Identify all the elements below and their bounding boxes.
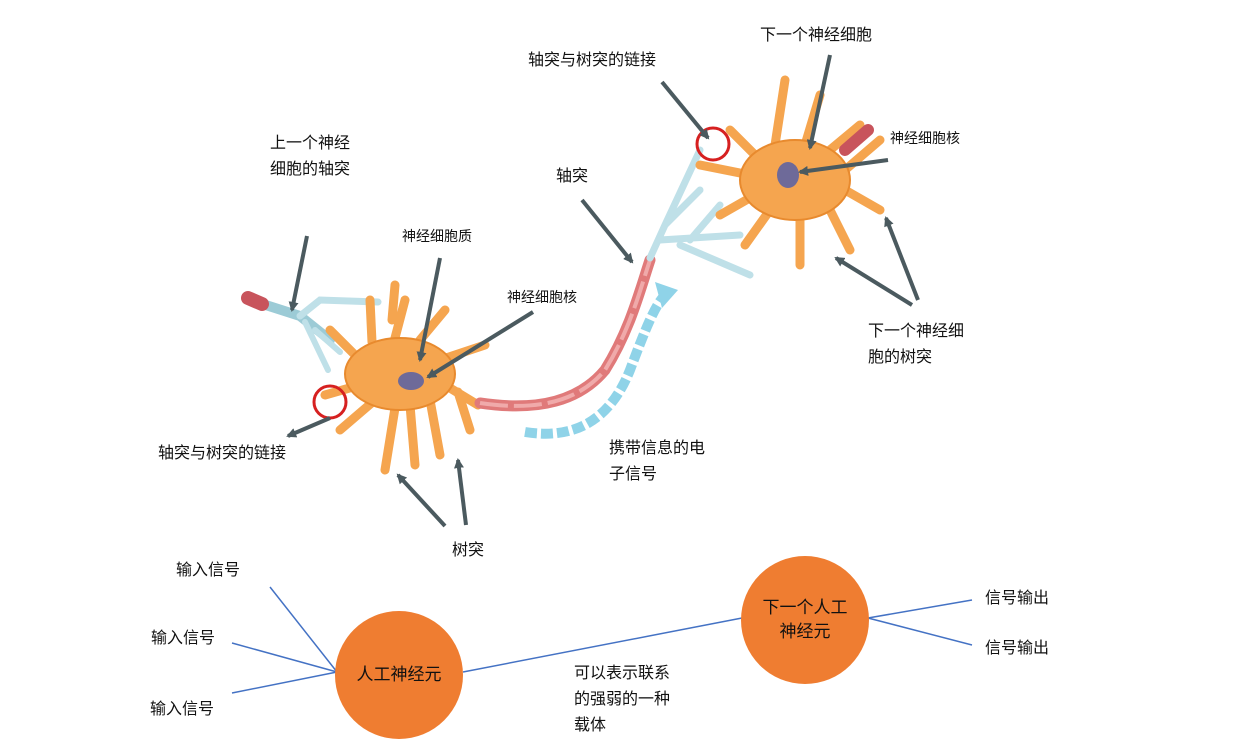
label-weight: 可以表示联系的强弱的一种载体 xyxy=(574,663,671,734)
artificial-neuron-label: 人工神经元 xyxy=(356,665,442,685)
right-cell-body xyxy=(695,75,885,270)
label-signal: 携带信息的电子信号 xyxy=(609,438,706,483)
label-output-1: 信号输出 xyxy=(985,588,1050,607)
label-input-3: 输入信号 xyxy=(150,699,215,718)
label-dendrite: 树突 xyxy=(452,540,485,559)
right-synapse-circle xyxy=(695,126,731,162)
left-cell-body xyxy=(320,280,490,475)
label-input-1: 输入信号 xyxy=(176,560,241,579)
model-connections xyxy=(231,586,973,694)
label-axon: 轴突 xyxy=(556,166,589,185)
prev-axon-terminal xyxy=(241,291,382,373)
artificial-neuron-node xyxy=(335,611,463,739)
signal-arrow xyxy=(524,282,678,439)
right-nucleus xyxy=(777,162,799,188)
label-cytoplasm: 神经细胞质 xyxy=(402,229,472,245)
next-artificial-neuron-node xyxy=(741,556,869,684)
axon xyxy=(474,254,656,412)
label-input-2: 输入信号 xyxy=(151,628,216,647)
left-nucleus xyxy=(398,372,424,390)
label-nucleus-left: 神经细胞核 xyxy=(507,290,577,306)
label-next-neuron: 下一个神经细胞 xyxy=(760,25,873,44)
label-next-dendrite: 下一个神经细胞的树突 xyxy=(868,321,965,366)
label-output-2: 信号输出 xyxy=(985,638,1050,657)
label-prev-axon: 上一个神经细胞的轴突 xyxy=(270,133,351,178)
pointer-arrows xyxy=(286,54,920,528)
label-nucleus-right: 神经细胞核 xyxy=(890,131,960,147)
next-artificial-neuron-label: 下一个人工神经元 xyxy=(762,598,848,642)
right-dendrites xyxy=(646,146,754,279)
label-synapse-left: 轴突与树突的链接 xyxy=(158,443,287,462)
label-synapse-right: 轴突与树突的链接 xyxy=(528,50,657,69)
